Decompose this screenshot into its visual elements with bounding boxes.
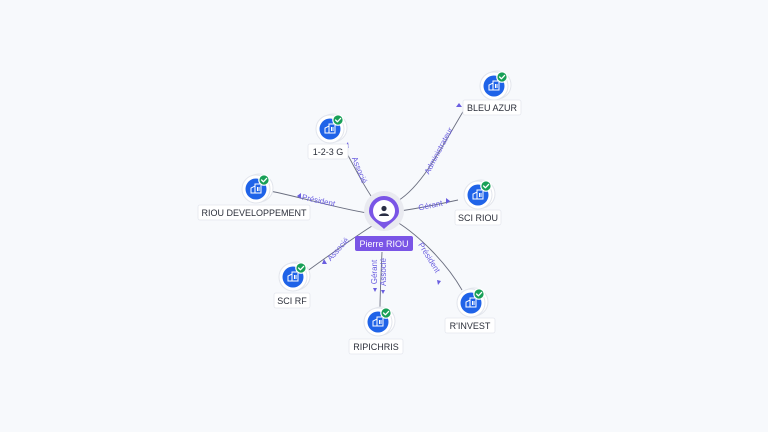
arrow-rinvest (437, 280, 441, 285)
company-name: SCI RIOU (458, 213, 498, 223)
relation-label-ripichris-2: Associé (379, 257, 388, 286)
relation-label-ripichris-1: Gérant (370, 259, 379, 284)
arrow-sci-riou (446, 198, 450, 204)
company-name-background (273, 292, 311, 309)
company-name-background (454, 209, 502, 226)
company-name-background (462, 99, 522, 116)
arrow-bleu-azur (456, 103, 462, 107)
company-name-background (307, 143, 349, 160)
company-nodes: BLEU AZUR 1-2-3 G SCI RIOU RIOU DEVELOPPEME… (197, 70, 522, 355)
company-name-background (444, 317, 496, 334)
company-name: 1-2-3 G (313, 147, 344, 157)
company-name-background (348, 338, 404, 355)
verified-check-icon (380, 307, 392, 319)
arrow-riou-developpement (297, 193, 301, 199)
company-name: R'INVEST (450, 321, 491, 331)
relation-label-sci-riou: Gérant (418, 198, 445, 212)
edge-rinvest (396, 221, 463, 291)
center-name: Pierre RIOU (359, 239, 408, 249)
relation-label-1-2-3-g: Associé (350, 155, 369, 185)
company-node-ripichris[interactable]: RIPICHRIS (348, 306, 404, 355)
verified-check-icon (496, 71, 508, 83)
edge-bleu-azur (393, 109, 465, 204)
edge-riou-developpement (269, 190, 368, 214)
company-name: RIPICHRIS (353, 342, 399, 352)
arrow-sci-rf (322, 259, 327, 264)
edge-sci-rf (305, 225, 373, 273)
verified-check-icon (480, 180, 492, 192)
company-node-rinvest[interactable]: R'INVEST (444, 287, 496, 334)
center-node[interactable]: Pierre RIOU (355, 191, 413, 251)
arrow-ripichris-1 (373, 288, 377, 292)
relation-label-sci-rf: Associé (325, 235, 351, 262)
company-name: RIOU DEVELOPPEMENT (201, 208, 307, 218)
company-node-sci-rf[interactable]: SCI RF (273, 261, 311, 309)
person-icon (379, 205, 389, 216)
verified-check-icon (258, 174, 270, 186)
company-name: BLEU AZUR (467, 103, 518, 113)
edge-ripichris (379, 251, 383, 309)
arrow-ripichris-2 (381, 290, 385, 294)
verified-check-icon (473, 288, 485, 300)
company-node-bleu-azur[interactable]: BLEU AZUR (462, 70, 522, 116)
verified-check-icon (332, 114, 344, 126)
verified-check-icon (295, 262, 307, 274)
company-node-1-2-3-g[interactable]: 1-2-3 G (307, 113, 349, 160)
company-node-sci-riou[interactable]: SCI RIOU (454, 179, 502, 226)
edge-sci-riou (399, 199, 459, 212)
company-name-background (197, 204, 311, 221)
company-name: SCI RF (277, 296, 307, 306)
relation-label-bleu-azur: Administrateur (423, 126, 455, 176)
company-node-riou-developpement[interactable]: RIOU DEVELOPPEMENT (197, 173, 311, 221)
center-label-background (355, 236, 413, 251)
